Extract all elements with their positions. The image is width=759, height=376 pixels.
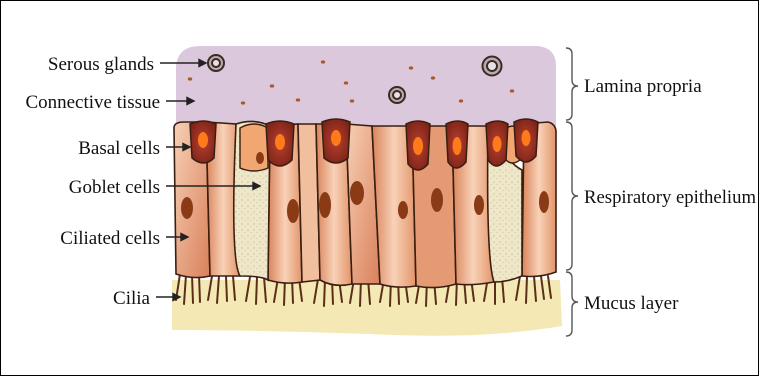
region-braces (566, 48, 578, 336)
label-mucus-layer: Mucus layer (584, 293, 679, 314)
label-cilia: Cilia (113, 288, 151, 309)
brace-mucus-layer (566, 272, 578, 336)
label-basal-cells: Basal cells (78, 138, 160, 159)
label-respiratory-epithelium: Respiratory epithelium (584, 187, 756, 208)
brace-respiratory-epithelium (566, 122, 578, 270)
label-serous-glands: Serous glands (48, 54, 154, 75)
brace-lamina-propria (566, 48, 578, 120)
label-connective-tissue: Connective tissue (25, 92, 160, 113)
label-ciliated-cells: Ciliated cells (60, 228, 160, 249)
label-goblet-cells: Goblet cells (69, 177, 160, 198)
label-lamina-propria: Lamina propria (584, 76, 702, 97)
